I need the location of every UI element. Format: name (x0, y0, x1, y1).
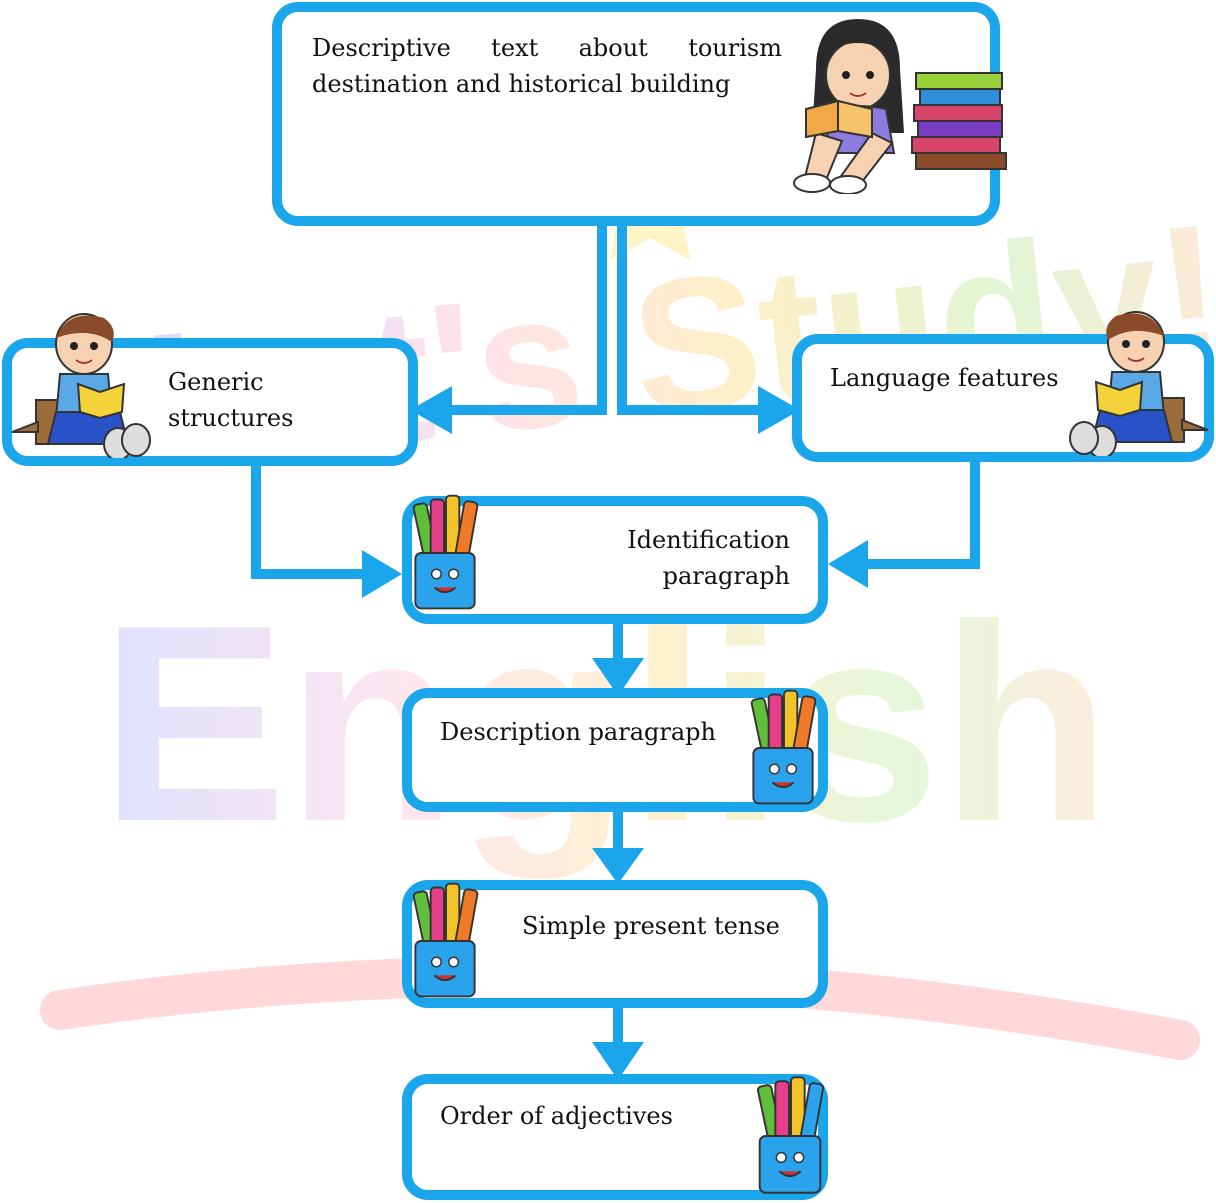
arrowhead-description (592, 658, 644, 696)
label-generic: Generic structures (168, 368, 294, 432)
label-simple-present: Simple present tense (522, 912, 780, 940)
label-identification: Identification paragraph (627, 526, 790, 590)
arrowhead-generic (410, 386, 452, 434)
edge-language-identification (860, 460, 980, 569)
arrowhead-identification-left (362, 550, 402, 598)
pencil-cup-icon (750, 689, 817, 805)
arrowhead-language (758, 386, 800, 434)
edge-top-generic (440, 225, 607, 415)
arrowhead-identification-right (828, 540, 868, 588)
arrowhead-order (592, 1042, 644, 1080)
label-language: Language features (830, 364, 1059, 392)
pencil-cup-icon (756, 1076, 825, 1194)
label-order-adjectives: Order of adjectives (440, 1102, 673, 1130)
edge-generic-identification (251, 460, 375, 579)
boy-reading-book-icon (1069, 311, 1209, 456)
boy-reading-book-icon (11, 313, 151, 458)
node-order-adjectives (402, 1074, 828, 1200)
girl-reading-books-icon (793, 19, 1007, 194)
pencil-cup-icon (412, 882, 479, 998)
label-top: Descriptive text about tourism destinati… (312, 34, 782, 98)
pencil-cup-icon (412, 494, 479, 610)
edge-top-language (617, 225, 770, 415)
label-description: Description paragraph (440, 718, 716, 746)
arrowhead-simple-present (592, 848, 644, 884)
